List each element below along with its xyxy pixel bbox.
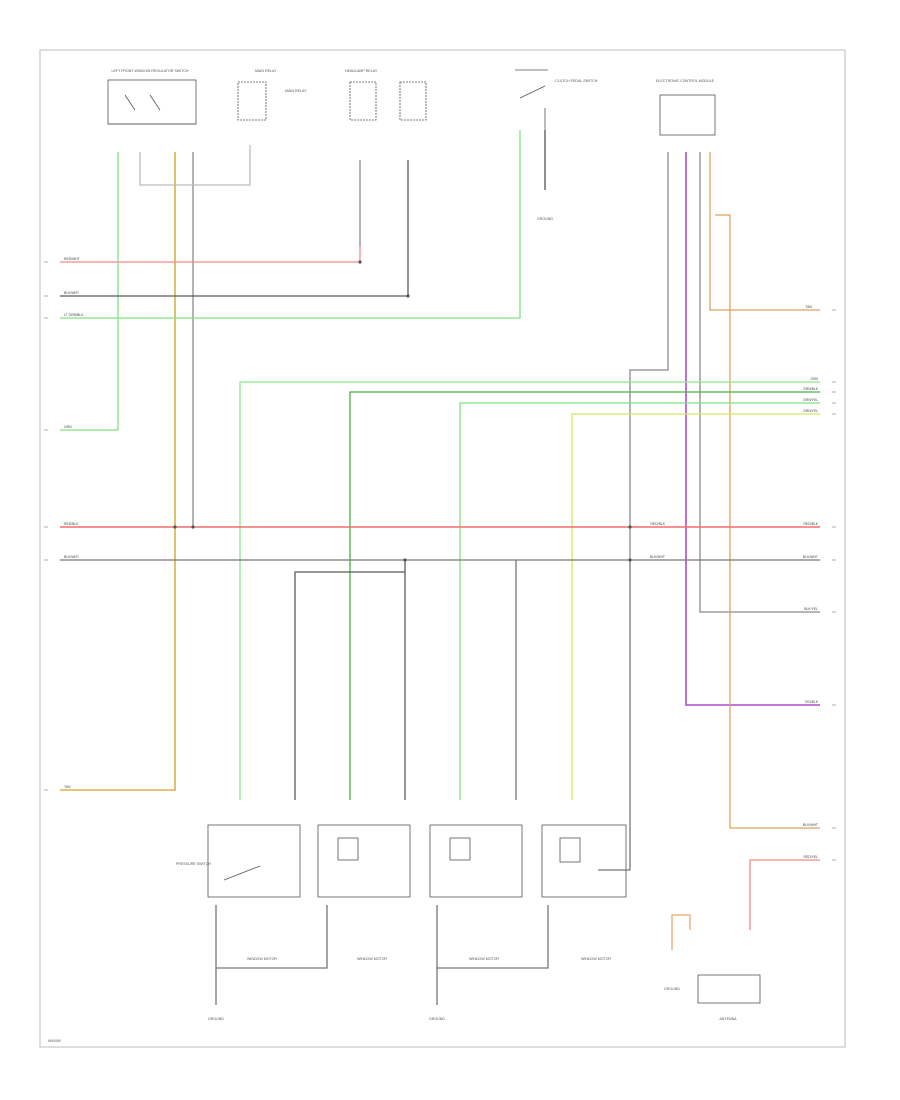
label-black-yel: BLK/YEL [804, 607, 818, 611]
wire-black-drop-1 [294, 560, 406, 800]
wire-black-drop-4 [598, 560, 631, 871]
headlamp-relay: HEADLAMP RELAY [345, 69, 427, 121]
wire-labels-right: TAN GRN GRN/BLK GRN/YEL GRN/YEL RED/BLK … [650, 305, 819, 859]
window-switch-label: LEFT FRONT WINDOW REGULATOR SWITCH [112, 69, 189, 73]
radio-ground-label: GROUND [664, 987, 680, 991]
wire-gray-left-module [629, 152, 669, 560]
label-tan-right-bottom: BLK/WHT [803, 823, 818, 827]
label-red-white: RED/WHT [64, 257, 80, 261]
control-module-label: ELECTRONIC CONTROL MODULE [656, 79, 715, 83]
label-red-black-mid: RED/BLK [650, 522, 665, 526]
label-black-white-mid: BLK/WHT [650, 555, 665, 559]
wire-labels-left: RED/WHT BLK/WHT LT GRN/BLK GRN RED/BLK B… [64, 257, 84, 789]
wire-ltgreen-long [60, 130, 521, 319]
wire-green-bus-2 [349, 391, 820, 800]
pressure-switch-label: PRESSURE SWITCH [176, 862, 211, 866]
clutch-switch-label: CLUTCH PEDAL SWITCH [555, 79, 598, 83]
wire-layer [60, 130, 820, 1005]
label-black-white-left: BLK/WHT [64, 555, 79, 559]
label-green-l3: GRN/YEL [803, 398, 818, 402]
window-motor-b-label: WINDOW MOTOR [357, 957, 387, 961]
junction-dots [173, 260, 632, 562]
wire-gray-module [699, 152, 820, 613]
wire-yellow-bus-4 [571, 413, 820, 800]
wire-ground-bus-2 [436, 905, 549, 969]
window-motor-a: PRESSURE SWITCH WINDOW MOTOR [176, 824, 301, 961]
label-red-black-left: RED/BLK [64, 522, 79, 526]
wire-orange-long [715, 214, 820, 829]
label-lt-green: LT GRN/BLK [64, 313, 84, 317]
label-green-l1: GRN [810, 377, 818, 381]
wire-black-top [60, 160, 409, 297]
diagram-frame [39, 49, 846, 1048]
window-motor-d-label: WINDOW MOTOR [581, 957, 611, 961]
label-green: GRN [64, 425, 72, 429]
ground-mid-bottom: GROUND [429, 1017, 445, 1021]
label-tan: TAN [805, 305, 812, 309]
label-black-white: BLK/WHT [64, 291, 79, 295]
wire-orange-bottom [671, 914, 691, 950]
clutch-ground-label: GROUND [537, 217, 553, 221]
wire-lt-green-left [60, 152, 119, 431]
wire-violet-module [685, 152, 820, 706]
window-motor-a-label: WINDOW MOTOR [247, 957, 277, 961]
control-module: ELECTRONIC CONTROL MODULE [656, 79, 716, 136]
ground-mid-label: GROUND [429, 1017, 445, 1021]
label-red-right-bottom: RED/YEL [803, 855, 818, 859]
diagram-id: W40069 [48, 1039, 61, 1043]
window-regulator-switch: LEFT FRONT WINDOW REGULATOR SWITCH [107, 69, 197, 125]
wire-tan-module [709, 152, 820, 311]
label-green-l2: GRN/BLK [803, 387, 819, 391]
label-black-white-right: BLK/WHT [803, 555, 818, 559]
antenna-module: ANTENNA GROUND [664, 974, 761, 1021]
main-relay-label: MAIN RELAY [255, 69, 277, 73]
headlamp-relay-label: HEADLAMP RELAY [345, 69, 378, 73]
main-relay-detail: MAIN RELAY [285, 89, 307, 93]
wire-red-bottom-right [749, 859, 820, 930]
antenna-label: ANTENNA [719, 1017, 737, 1021]
window-motor-b: WINDOW MOTOR [317, 824, 411, 961]
terminal-marks [44, 261, 836, 861]
wire-green-bus-3 [459, 402, 820, 800]
window-motor-d: WINDOW MOTOR [541, 824, 627, 961]
wire-olive-left [60, 152, 176, 791]
label-tan-left: TAN [64, 785, 71, 789]
label-green-l4: GRN/YEL [803, 409, 818, 413]
wire-ground-bus-1 [215, 905, 328, 969]
main-relay: MAIN RELAY MAIN RELAY [237, 69, 307, 121]
clutch-pedal-switch: CLUTCH PEDAL SWITCH GROUND [515, 69, 598, 221]
wire-green-bus-1 [239, 381, 820, 800]
label-violet: VIO/BLK [805, 700, 819, 704]
wire-red-top [60, 245, 361, 263]
window-motor-c-label: WINDOW MOTOR [469, 957, 499, 961]
wire-gray-bridge [139, 145, 251, 186]
window-motor-c: WINDOW MOTOR [429, 824, 523, 961]
ground-left-label: GROUND [208, 1017, 224, 1021]
ground-left-bottom: GROUND [208, 1017, 224, 1021]
label-red-black-right: RED/BLK [803, 522, 818, 526]
